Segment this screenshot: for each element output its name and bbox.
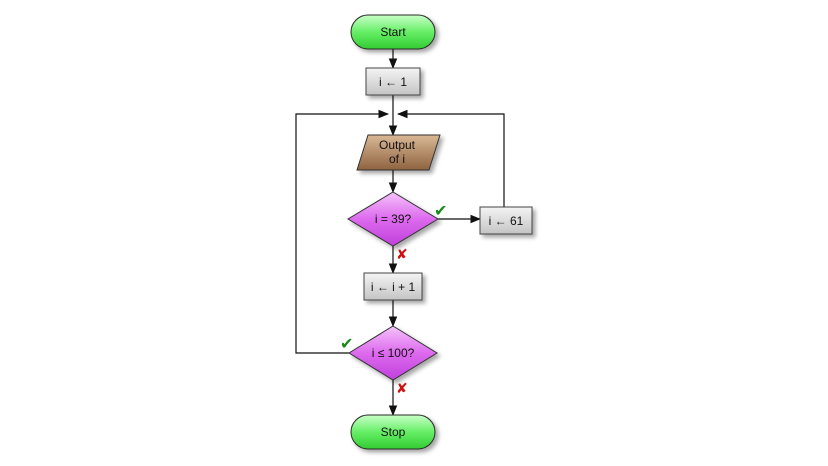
- check39-node: i = 39?: [347, 191, 439, 247]
- edges: [295, 49, 505, 417]
- output-label-line2: of i: [389, 152, 405, 166]
- output-label-line1: Output: [379, 138, 416, 152]
- check39-label: i = 39?: [375, 212, 412, 226]
- jump-label: i ← 61: [489, 214, 524, 228]
- jump-node: i ← 61: [479, 206, 533, 235]
- edge-check100-loopback: [295, 109, 390, 354]
- output-node: Output of i: [356, 134, 441, 171]
- check100-label: i ≤ 100?: [372, 346, 415, 360]
- init-label: i ← 1: [379, 75, 407, 89]
- check39-no-icon: ✘: [396, 247, 408, 263]
- edge-jump-loopback: [396, 109, 505, 207]
- init-node: i ← 1: [365, 67, 421, 96]
- stop-label: Stop: [381, 425, 406, 439]
- check100-yes-icon: ✔: [340, 334, 353, 353]
- check100-no-icon: ✘: [396, 381, 408, 397]
- increment-node: i ← i + 1: [363, 272, 423, 301]
- check100-node: i ≤ 100?: [348, 325, 438, 381]
- stop-node: Stop: [350, 414, 436, 450]
- check39-yes-icon: ✔: [434, 201, 447, 220]
- increment-label: i ← i + 1: [371, 280, 416, 294]
- start-node: Start: [350, 14, 436, 50]
- start-label: Start: [380, 25, 406, 39]
